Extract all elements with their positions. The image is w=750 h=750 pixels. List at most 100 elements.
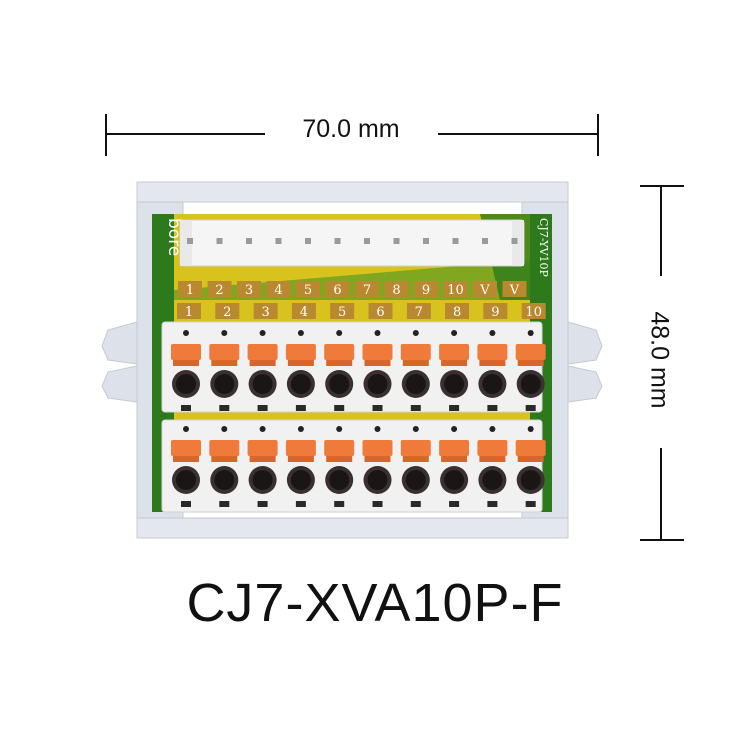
header-pins: [187, 238, 518, 244]
header-pin: [216, 238, 223, 244]
release-lever[interactable]: [362, 440, 393, 456]
push-in-terminal[interactable]: [362, 426, 393, 507]
push-in-terminal[interactable]: [400, 330, 431, 411]
header-label-text: 7: [363, 283, 371, 298]
header-pin: [364, 238, 370, 244]
terminal-label-text: 9: [491, 305, 499, 320]
terminal-row-bottom: [161, 419, 546, 513]
release-lever[interactable]: [400, 440, 431, 456]
terminal-label: 1: [177, 303, 201, 320]
terminal-label-row: 1 2 3 4 5 6 7 8 9 10: [177, 303, 546, 320]
release-lever[interactable]: [439, 440, 470, 456]
header-pin: [187, 238, 193, 244]
header-label-text: 8: [392, 283, 400, 298]
header-pin: [452, 238, 459, 244]
terminal-label: 10: [521, 303, 546, 320]
header-label: 8: [384, 281, 409, 298]
header-label: V: [473, 281, 497, 298]
release-lever[interactable]: [209, 344, 240, 360]
model-number: CJ7-XVA10P-F: [186, 573, 564, 633]
terminal-label: 6: [368, 303, 393, 320]
width-dimension-line: [105, 114, 599, 156]
terminal-label: 4: [291, 303, 316, 320]
header-label-text: V: [509, 283, 520, 298]
header-label: V: [502, 281, 527, 298]
push-in-terminal[interactable]: [324, 426, 355, 507]
push-in-terminal[interactable]: [515, 330, 546, 411]
pin-header-connector: [179, 219, 525, 267]
terminal-label-text: 2: [223, 305, 231, 320]
terminal-label: 2: [215, 303, 240, 320]
header-label: 5: [296, 281, 320, 298]
header-label: 9: [414, 281, 438, 298]
header-pin: [482, 238, 488, 244]
release-lever[interactable]: [171, 440, 201, 456]
header-pin: [511, 238, 518, 244]
terminal-label-text: 5: [338, 305, 346, 320]
release-lever[interactable]: [209, 440, 240, 456]
terminal-label: 3: [253, 303, 278, 320]
header-pin: [334, 238, 341, 244]
terminal-label-text: 6: [376, 305, 384, 320]
width-dimension-label: 70.0 mm: [267, 115, 435, 144]
push-in-terminal[interactable]: [171, 426, 201, 507]
push-in-terminal[interactable]: [324, 330, 355, 411]
release-lever[interactable]: [477, 344, 508, 360]
push-in-terminal[interactable]: [400, 426, 431, 507]
release-lever[interactable]: [515, 440, 546, 456]
release-lever[interactable]: [324, 344, 355, 360]
release-lever[interactable]: [247, 440, 278, 456]
header-label: 3: [237, 281, 261, 298]
push-in-terminal[interactable]: [247, 330, 278, 411]
height-dimension-line: [640, 185, 684, 541]
terminal-label: 7: [406, 303, 431, 320]
header-pin: [423, 238, 429, 244]
brand-logo-text: bore: [164, 218, 184, 256]
release-lever[interactable]: [285, 344, 316, 360]
release-lever[interactable]: [324, 440, 355, 456]
push-in-terminal[interactable]: [285, 330, 316, 411]
header-label-text: 4: [274, 283, 282, 298]
push-in-terminal[interactable]: [439, 426, 470, 507]
push-in-terminal[interactable]: [439, 330, 470, 411]
push-in-terminal[interactable]: [209, 330, 240, 411]
release-lever[interactable]: [171, 344, 201, 360]
terminal-row-top: [161, 321, 546, 413]
release-lever[interactable]: [247, 344, 278, 360]
header-label: 1: [178, 281, 202, 298]
push-in-terminal[interactable]: [515, 426, 546, 507]
release-lever[interactable]: [439, 344, 470, 360]
header-pin: [393, 238, 400, 244]
header-label: 7: [355, 281, 379, 298]
terminal-label-text: 7: [415, 305, 423, 320]
push-in-terminal[interactable]: [209, 426, 240, 507]
push-in-terminal[interactable]: [362, 330, 393, 411]
terminal-label-text: 10: [525, 305, 542, 320]
terminal-label-text: 8: [453, 305, 461, 320]
push-in-terminal[interactable]: [477, 330, 508, 411]
header-pin: [305, 238, 311, 244]
header-label: 4: [266, 281, 291, 298]
release-lever[interactable]: [400, 344, 431, 360]
header-pin: [275, 238, 282, 244]
header-label-text: 1: [186, 283, 194, 298]
header-label-text: 5: [304, 283, 312, 298]
terminal-label-text: 1: [185, 305, 193, 320]
push-in-terminal[interactable]: [171, 330, 201, 411]
release-lever[interactable]: [285, 440, 316, 456]
terminal-label-text: 4: [300, 305, 308, 320]
push-in-terminal[interactable]: [477, 426, 508, 507]
header-label: 2: [207, 281, 232, 298]
push-in-terminal[interactable]: [285, 426, 316, 507]
push-in-terminal[interactable]: [247, 426, 278, 507]
terminal-label: 5: [330, 303, 355, 320]
release-lever[interactable]: [515, 344, 546, 360]
board-code-text: CJ7-YV10P: [537, 218, 550, 278]
release-lever[interactable]: [362, 344, 393, 360]
header-label-text: 3: [245, 283, 253, 298]
release-lever[interactable]: [477, 440, 508, 456]
header-pin: [246, 238, 252, 244]
header-label-text: 6: [333, 283, 341, 298]
